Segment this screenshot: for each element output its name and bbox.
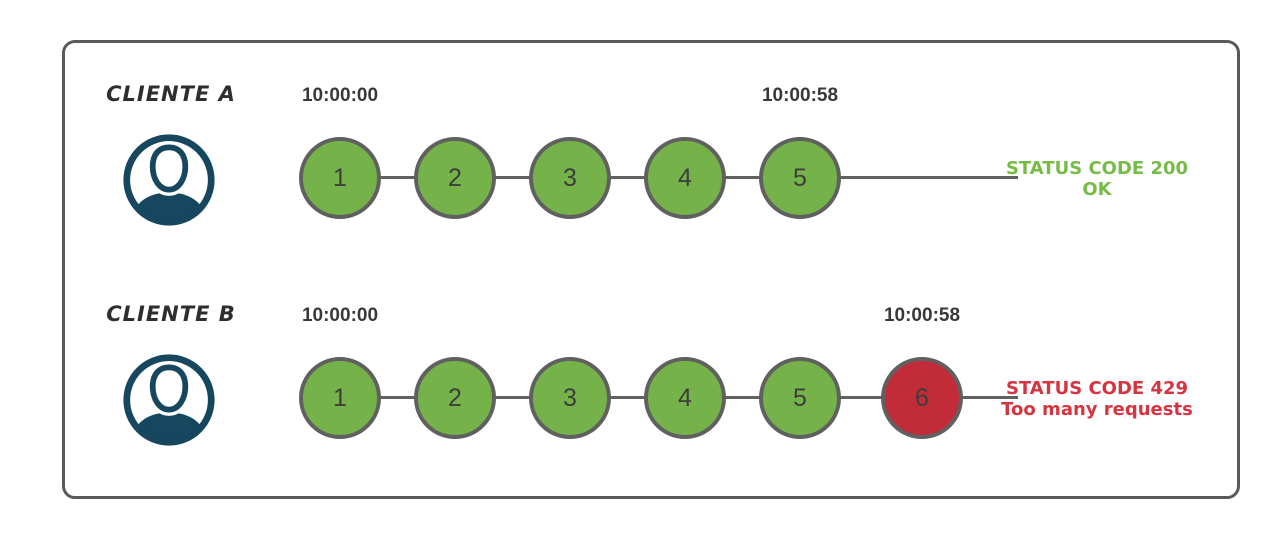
status-desc-line: Too many requests (1001, 399, 1193, 420)
client-a-label: CLIENTE A (106, 82, 236, 106)
request-circle-5: 5 (759, 357, 841, 439)
request-circle-5: 5 (759, 137, 841, 219)
end-timestamp: 10:00:58 (883, 305, 961, 326)
request-circle-2: 2 (414, 357, 496, 439)
request-circle-2: 2 (414, 137, 496, 219)
client-b-label: CLIENTE B (106, 302, 236, 326)
start-timestamp: 10:00:00 (301, 305, 379, 326)
status-code-line: STATUS CODE 200 (1005, 158, 1189, 179)
status-desc-line: OK (1082, 179, 1112, 200)
request-circle-1: 1 (299, 357, 381, 439)
status-text-b: STATUS CODE 429 Too many requests (982, 378, 1212, 420)
request-circle-1: 1 (299, 137, 381, 219)
status-text-a: STATUS CODE 200 OK (982, 158, 1212, 200)
request-circle-3: 3 (529, 357, 611, 439)
user-avatar-icon (121, 132, 217, 228)
user-avatar-icon (121, 352, 217, 448)
status-code-line: STATUS CODE 429 (1005, 378, 1189, 399)
request-circle-4: 4 (644, 357, 726, 439)
request-circle-3: 3 (529, 137, 611, 219)
end-timestamp: 10:00:58 (761, 85, 839, 106)
start-timestamp: 10:00:00 (301, 85, 379, 106)
request-circle-4: 4 (644, 137, 726, 219)
request-circle-6: 6 (881, 357, 963, 439)
